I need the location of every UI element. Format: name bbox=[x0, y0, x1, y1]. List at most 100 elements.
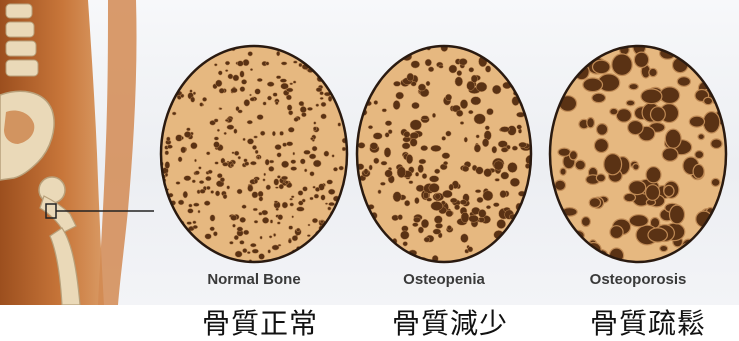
pore bbox=[345, 259, 348, 262]
pore bbox=[250, 68, 253, 70]
pore bbox=[199, 180, 204, 183]
pore bbox=[227, 186, 230, 190]
pore bbox=[421, 219, 429, 228]
pore bbox=[281, 176, 288, 180]
pore bbox=[290, 83, 293, 85]
pore bbox=[467, 81, 475, 90]
pore bbox=[290, 203, 294, 206]
pore bbox=[198, 56, 201, 61]
pore bbox=[415, 197, 420, 203]
pore bbox=[208, 170, 213, 174]
pore bbox=[291, 167, 297, 171]
pore bbox=[442, 153, 450, 159]
pore bbox=[318, 258, 325, 264]
pore bbox=[225, 70, 228, 72]
pore bbox=[310, 197, 314, 200]
pore bbox=[382, 109, 387, 112]
pore bbox=[624, 193, 636, 201]
pore bbox=[181, 60, 188, 65]
pore bbox=[312, 146, 317, 151]
pore bbox=[178, 157, 182, 162]
pore bbox=[682, 44, 694, 57]
pore bbox=[500, 190, 507, 197]
pore bbox=[240, 71, 245, 78]
pore bbox=[485, 66, 491, 73]
pore bbox=[214, 119, 218, 122]
pore bbox=[293, 81, 296, 84]
pore bbox=[287, 142, 293, 146]
pore bbox=[566, 68, 575, 77]
pore bbox=[293, 152, 295, 155]
pore bbox=[409, 181, 413, 184]
pore bbox=[210, 227, 215, 231]
pore bbox=[225, 61, 230, 65]
pore bbox=[250, 97, 255, 101]
pore bbox=[187, 49, 192, 53]
pore bbox=[279, 184, 284, 189]
label-osteopenia: Osteopenia bbox=[349, 271, 539, 288]
pore bbox=[495, 179, 499, 182]
pore bbox=[308, 224, 310, 226]
pore bbox=[464, 137, 468, 142]
pore bbox=[297, 207, 305, 212]
pore bbox=[214, 142, 220, 148]
pore bbox=[431, 145, 442, 151]
pore bbox=[587, 118, 595, 128]
pore bbox=[237, 61, 243, 67]
pore bbox=[247, 120, 253, 124]
pore bbox=[244, 159, 248, 163]
pore bbox=[186, 128, 190, 131]
pore bbox=[610, 108, 618, 115]
pore bbox=[711, 139, 722, 149]
pore bbox=[450, 198, 457, 203]
pore bbox=[468, 110, 473, 114]
pore bbox=[595, 254, 603, 260]
pore bbox=[494, 161, 504, 170]
pore bbox=[163, 208, 169, 214]
pore bbox=[269, 236, 272, 239]
pore bbox=[410, 139, 417, 147]
pore bbox=[411, 61, 420, 68]
arm-silhouette bbox=[98, 0, 137, 305]
pore bbox=[331, 219, 334, 222]
pore bbox=[227, 125, 234, 130]
pore bbox=[313, 160, 321, 167]
pore bbox=[258, 191, 263, 197]
pore bbox=[188, 237, 193, 243]
pore bbox=[164, 81, 170, 85]
pore bbox=[298, 191, 303, 196]
pore bbox=[629, 84, 638, 90]
pore bbox=[269, 166, 275, 171]
pore bbox=[369, 224, 377, 229]
pore bbox=[161, 84, 165, 87]
pore bbox=[275, 101, 278, 105]
pore bbox=[421, 145, 428, 150]
pore bbox=[282, 202, 288, 208]
pore bbox=[514, 53, 520, 59]
pore bbox=[364, 63, 370, 69]
label-normal-bone: Normal Bone bbox=[159, 271, 349, 288]
pore bbox=[558, 148, 570, 156]
pore bbox=[211, 190, 214, 193]
pore bbox=[510, 60, 517, 67]
pore bbox=[291, 196, 294, 198]
pore bbox=[377, 50, 385, 59]
pore bbox=[338, 123, 341, 127]
pore bbox=[548, 201, 558, 209]
pore bbox=[309, 154, 316, 159]
pore bbox=[215, 162, 219, 165]
pore bbox=[172, 112, 176, 115]
pore bbox=[336, 234, 343, 239]
pore bbox=[629, 215, 648, 227]
pore bbox=[336, 251, 338, 253]
pore bbox=[217, 129, 220, 132]
pore bbox=[446, 131, 452, 136]
pore bbox=[162, 58, 167, 61]
pore bbox=[476, 167, 484, 175]
pore bbox=[592, 93, 606, 102]
pore bbox=[248, 52, 253, 57]
pore bbox=[296, 228, 300, 232]
pore bbox=[219, 88, 224, 93]
pore bbox=[316, 236, 322, 241]
pore bbox=[677, 77, 690, 87]
